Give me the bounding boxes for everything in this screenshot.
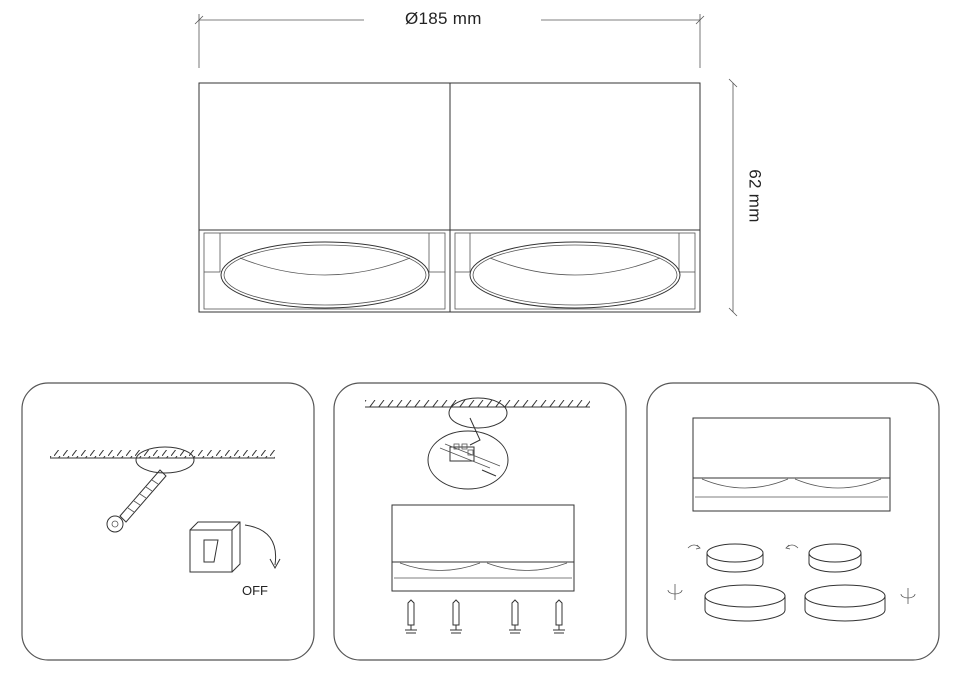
fixture-front-view xyxy=(198,82,701,313)
lens-right xyxy=(469,241,681,309)
lens-disc-right xyxy=(804,584,886,622)
trim-ring-left xyxy=(706,543,764,573)
trim-ring-right xyxy=(808,543,862,573)
step-1-panel xyxy=(21,382,315,661)
dimension-height xyxy=(728,78,738,317)
dimension-width xyxy=(194,14,705,68)
lens-disc-left xyxy=(704,584,786,622)
step-3-panel xyxy=(646,382,940,661)
rotate-arrow-icon xyxy=(667,584,683,600)
step-2-panel xyxy=(333,382,627,661)
fixture-assembled xyxy=(692,417,891,512)
rotate-arrow-icon xyxy=(900,588,916,604)
wall-anchor-icon xyxy=(106,469,167,533)
lens-left xyxy=(220,241,430,309)
height-label: 62 mm xyxy=(745,169,765,223)
switch-off-label: OFF xyxy=(242,583,268,598)
screws-icon xyxy=(405,599,565,634)
fixture-side-view xyxy=(391,504,575,592)
rotate-arrow-icon xyxy=(687,544,701,550)
terminal-block-callout xyxy=(427,417,509,490)
diameter-label: Ø185 mm xyxy=(405,9,482,28)
power-switch-icon xyxy=(189,521,241,573)
rotate-arrow-icon xyxy=(785,544,799,550)
rotate-arrow-icon xyxy=(244,524,277,566)
